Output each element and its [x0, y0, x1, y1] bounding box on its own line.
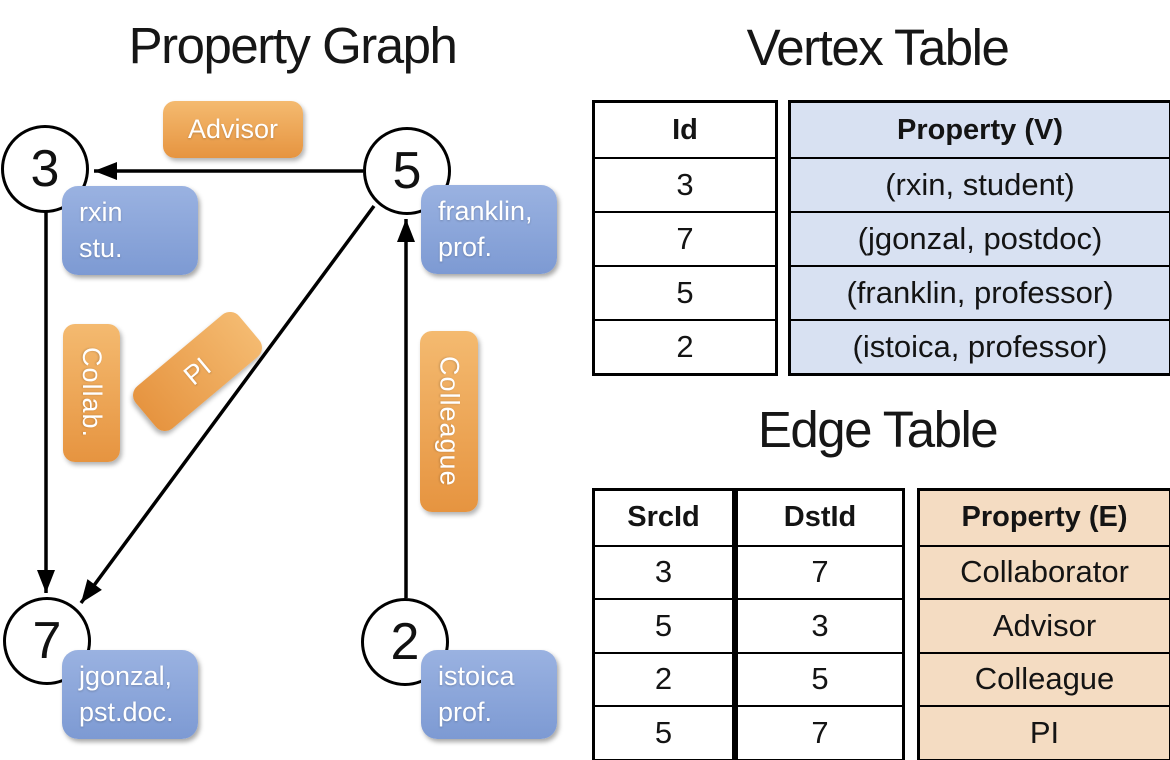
edge-table-property-cell: Collaborator: [920, 544, 1169, 599]
vertex-property-line: rxin: [79, 197, 123, 227]
vertex-table-property-cell: (rxin, student): [791, 157, 1169, 211]
graph-edge-arrows: [37, 162, 415, 605]
edge-table-dstid-cell: 5: [738, 651, 902, 706]
edge-label-text: Colleague: [434, 356, 465, 487]
edge-table-srcid-cell: 3: [595, 544, 732, 599]
vertex-property-box-5: franklin, prof.: [421, 185, 557, 275]
vertex-id-label: 3: [30, 140, 60, 198]
edge-table-property-cell: Colleague: [920, 651, 1169, 706]
edge-table-property-cell: PI: [920, 705, 1169, 759]
edge-label-collab: Collab.: [63, 324, 120, 462]
edge-label-text: PI: [177, 351, 217, 391]
vertex-table-property-column: Property (V) (rxin, student) (jgonzal, p…: [788, 100, 1170, 376]
edge-table-title: Edge Table: [757, 401, 999, 458]
vertex-table-title: Vertex Table: [746, 19, 1010, 76]
vertex-table-id-cell: 7: [595, 211, 775, 265]
property-graph-title: Property Graph: [128, 17, 458, 74]
vertex-id-label: 5: [392, 142, 422, 200]
vertex-property-line: franklin,: [438, 196, 533, 226]
edge-label-text: Collab.: [77, 347, 107, 439]
vertex-table-id-column: Id 3 7 5 2: [592, 100, 778, 376]
vertex-id-label: 2: [390, 613, 420, 671]
vertex-table-id-cell: 2: [595, 319, 775, 373]
edge-table-dstid-cell: 7: [738, 705, 902, 759]
edge-label-advisor: Advisor: [163, 101, 303, 158]
vertex-property-line: stu.: [79, 232, 123, 263]
vertex-property-line: prof.: [438, 231, 493, 262]
vertex-property-box-3: rxin stu.: [62, 186, 198, 276]
edge-table-header-srcid: SrcId: [627, 501, 700, 534]
edge-table-dstid-column: DstId 7 3 5 7: [735, 488, 905, 760]
vertex-table-id-cell: 5: [595, 265, 775, 319]
vertex-table-header-id: Id: [672, 113, 698, 146]
edge-table-dstid-cell: 7: [738, 544, 902, 599]
edge-table-property-column: Property (E) Collaborator Advisor Collea…: [917, 488, 1170, 760]
vertex-property-line: pst.doc.: [79, 696, 174, 727]
vertex-property-line: jgonzal,: [79, 661, 173, 691]
vertex-property-box-7: jgonzal, pst.doc.: [62, 650, 198, 740]
vertex-table-header-property: Property (V): [897, 113, 1063, 146]
vertex-property-box-2: istoica prof.: [421, 650, 557, 740]
vertex-table-property-cell: (istoica, professor): [791, 319, 1169, 373]
edge-table-srcid-cell: 2: [595, 651, 732, 706]
vertex-table-property-cell: (jgonzal, postdoc): [791, 211, 1169, 265]
vertex-id-label: 7: [32, 612, 62, 670]
vertex-property-line: prof.: [438, 696, 493, 727]
edge-table-srcid-cell: 5: [595, 705, 732, 759]
edge-line-pi-5-to-7: [79, 204, 376, 605]
vertex-property-line: istoica: [438, 661, 515, 691]
edge-table-dstid-cell: 3: [738, 598, 902, 652]
vertex-table-property-cell: (franklin, professor): [791, 265, 1169, 319]
vertex-table-id-cell: 3: [595, 157, 775, 211]
edge-table-srcid-column: SrcId 3 5 2 5: [592, 488, 735, 760]
edge-table-srcid-cell: 5: [595, 598, 732, 652]
edge-table-header-dstid: DstId: [783, 501, 857, 534]
edge-label-colleague: Colleague: [420, 331, 478, 512]
vertex-circle-5: 5: [363, 127, 451, 215]
edge-table-header-property: Property (E): [961, 501, 1128, 534]
vertex-circle-2: 2: [361, 598, 449, 686]
edge-table-property-cell: Advisor: [920, 598, 1169, 652]
edge-label-text: Advisor: [187, 114, 279, 144]
